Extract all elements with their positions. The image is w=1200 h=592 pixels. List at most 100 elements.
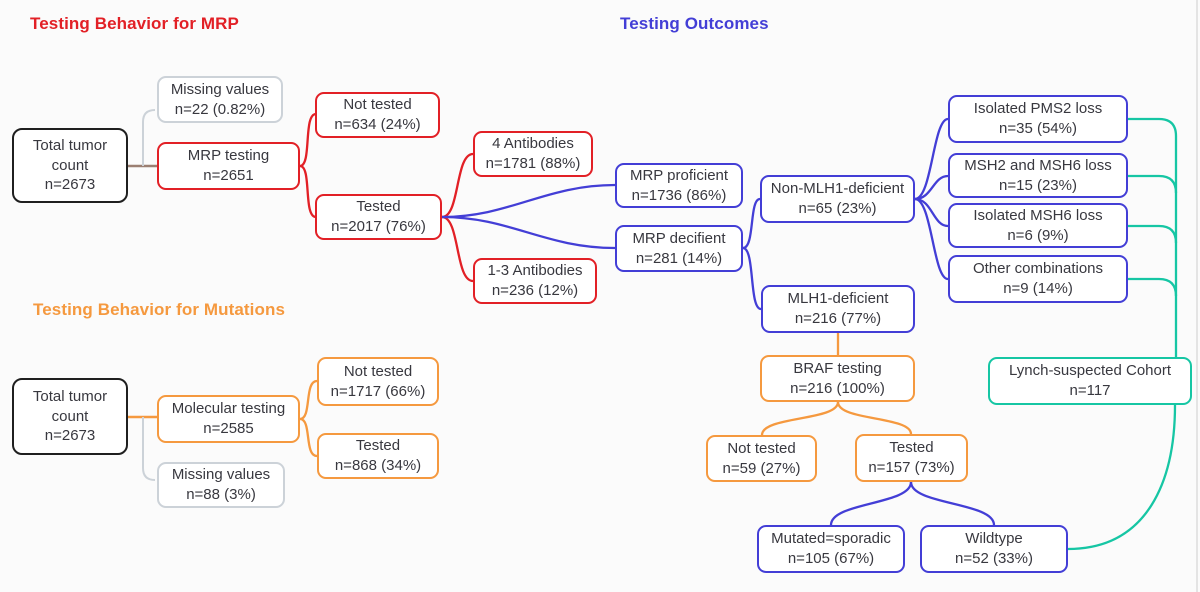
node-label: 1-3 Antibodies	[487, 262, 583, 280]
node-value: n=216 (100%)	[790, 379, 885, 397]
connector-tested-mrpproficient	[441, 183, 616, 219]
node-lynch-suspected-cohort: Lynch-suspected Cohort n=117	[988, 357, 1192, 405]
node-value: n=105 (67%)	[787, 550, 875, 567]
node-label: Molecular testing	[171, 400, 286, 418]
node-value: n=2673	[44, 176, 96, 194]
connector-other-lynch	[1128, 277, 1178, 297]
connector-moltesting-nottested	[299, 379, 318, 421]
connector-mrpdef-mlh1	[742, 246, 762, 311]
connector-testedbraf-mutated	[829, 481, 913, 526]
node-value: n=1736 (86%)	[631, 186, 727, 204]
node-value: n=868 (34%)	[334, 457, 422, 474]
node-value: n=22 (0.82%)	[174, 100, 266, 118]
node-isolated-msh6-loss: Isolated MSH6 loss n=6 (9%)	[948, 203, 1128, 248]
node-label: Non-MLH1-deficient	[770, 180, 905, 198]
node-label: Missing values	[170, 80, 270, 98]
node-tested-braf: Tested n=157 (73%)	[855, 434, 968, 482]
connector-tested-4antibodies	[441, 152, 474, 219]
node-label: Total tumor count	[32, 136, 108, 174]
node-label: Isolated PMS2 loss	[973, 100, 1103, 118]
node-label: MLH1-deficient	[787, 290, 889, 308]
node-mlh1-deficient: MLH1-deficient n=216 (77%)	[761, 285, 915, 333]
node-value: n=59 (27%)	[722, 459, 801, 477]
node-value: n=2673	[44, 427, 96, 445]
node-label: Total tumor count	[32, 387, 108, 425]
node-value: n=2585	[203, 420, 254, 437]
node-value: n=157 (73%)	[868, 459, 955, 476]
node-label: 4 Antibodies	[492, 135, 574, 153]
node-missing-values-mrp: Missing values n=22 (0.82%)	[157, 76, 283, 123]
node-label: Not tested	[727, 439, 796, 457]
node-label: MRP proficient	[629, 166, 729, 184]
connector-lynch-wildtype	[1067, 404, 1177, 551]
connector-nonmlh1-pms2	[914, 117, 949, 201]
connector-mrpdef-nonmlh1	[742, 197, 761, 250]
node-wildtype: Wildtype n=52 (33%)	[920, 525, 1068, 573]
connector-nonmlh1-other	[914, 197, 949, 281]
node-label: Tested	[889, 439, 934, 457]
node-label: MRP testing	[187, 147, 270, 165]
node-not-tested-braf: Not tested n=59 (27%)	[706, 435, 817, 482]
node-label: MSH2 and MSH6 loss	[964, 156, 1112, 174]
section-title-mutations: Testing Behavior for Mutations	[33, 300, 286, 319]
node-4-antibodies: 4 Antibodies n=1781 (88%)	[473, 131, 593, 177]
connector-msh2msh6-lynch	[1128, 174, 1178, 194]
node-value: n=2017 (76%)	[331, 218, 426, 235]
node-mrp-deficient: MRP decifient n=281 (14%)	[615, 225, 743, 272]
node-other-combinations: Other combinations n=9 (14%)	[948, 255, 1128, 303]
connector-total-to-missing-mrp	[142, 109, 156, 166]
section-title-mrp: Testing Behavior for MRP	[30, 14, 239, 33]
node-label: BRAF testing	[793, 359, 882, 377]
connector-mrptesting-nottested	[299, 112, 317, 168]
node-tested-mrp: Tested n=2017 (76%)	[315, 194, 442, 240]
connector-pms2-lynch	[1128, 117, 1178, 357]
node-not-tested-molecular: Not tested n=1717 (66%)	[317, 357, 439, 406]
section-title-outcomes: Testing Outcomes	[620, 14, 769, 33]
node-non-mlh1-deficient: Non-MLH1-deficient n=65 (23%)	[760, 175, 915, 223]
node-label: Missing values	[171, 466, 271, 484]
node-value: n=9 (14%)	[1003, 280, 1073, 297]
node-isolated-pms2-loss: Isolated PMS2 loss n=35 (54%)	[948, 95, 1128, 143]
node-value: n=1781 (88%)	[485, 155, 581, 172]
connector-moltesting-tested	[299, 417, 318, 458]
node-value: n=65 (23%)	[798, 200, 877, 217]
node-not-tested-mrp: Not tested n=634 (24%)	[315, 92, 440, 138]
node-value: n=117	[1069, 382, 1111, 399]
node-label: Not tested	[343, 96, 412, 114]
node-molecular-testing: Molecular testing n=2585	[157, 395, 300, 443]
node-tested-molecular: Tested n=868 (34%)	[317, 433, 439, 479]
node-label: Wildtype	[965, 530, 1023, 548]
node-label: MRP decifient	[632, 229, 726, 247]
node-value: n=216 (77%)	[794, 310, 882, 327]
node-value: n=35 (54%)	[999, 120, 1077, 137]
node-label: Mutated=sporadic	[771, 530, 891, 548]
node-value: n=15 (23%)	[999, 176, 1077, 194]
node-total-tumor-count-mutations: Total tumor count n=2673	[12, 378, 128, 455]
window-edge-line	[1196, 0, 1198, 592]
node-value: n=88 (3%)	[186, 486, 256, 503]
node-label: Lynch-suspected Cohort	[1008, 362, 1172, 380]
connector-braf-nottested	[760, 401, 840, 436]
node-label: Not tested	[343, 362, 413, 380]
node-total-tumor-count-mrp: Total tumor count n=2673	[12, 128, 128, 203]
node-missing-values-molecular: Missing values n=88 (3%)	[157, 462, 285, 508]
node-mutated-sporadic: Mutated=sporadic n=105 (67%)	[757, 525, 905, 573]
connector-tested-mrpdeficient	[441, 215, 616, 250]
node-value: n=281 (14%)	[635, 249, 723, 267]
node-msh2-and-msh6-loss: MSH2 and MSH6 loss n=15 (23%)	[948, 153, 1128, 198]
connector-mrptesting-tested	[299, 164, 317, 219]
node-mrp-proficient: MRP proficient n=1736 (86%)	[615, 163, 743, 208]
node-value: n=2651	[203, 167, 254, 184]
connector-testedbraf-wildtype	[909, 481, 996, 526]
node-value: n=52 (33%)	[955, 550, 1033, 567]
connector-total-to-missing-mol	[142, 417, 156, 481]
node-label: Tested	[355, 437, 401, 455]
connector-tested-13antibodies	[441, 215, 474, 283]
node-value: n=634 (24%)	[334, 116, 421, 133]
node-value: n=1717 (66%)	[330, 382, 426, 400]
node-label: Isolated MSH6 loss	[973, 206, 1103, 224]
node-label: Other combinations	[972, 260, 1104, 278]
node-value: n=6 (9%)	[1007, 226, 1069, 244]
node-label: Tested	[356, 198, 401, 216]
